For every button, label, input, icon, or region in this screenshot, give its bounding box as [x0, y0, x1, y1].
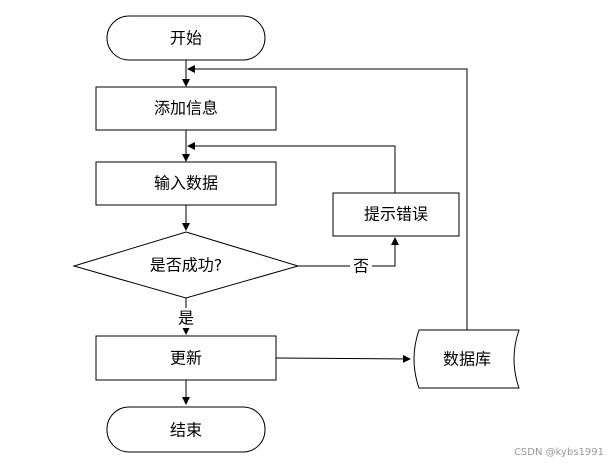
edge-database-to-add	[187, 65, 468, 330]
error-prompt-label: 提示错误	[364, 205, 428, 224]
decision-node: 是否成功?	[72, 231, 300, 299]
start-label: 开始	[170, 29, 202, 48]
edge-error-to-input	[187, 142, 396, 193]
edge-label-yes: 是	[178, 309, 194, 328]
input-data-label: 输入数据	[154, 174, 218, 193]
input-data-node: 输入数据	[95, 161, 277, 206]
database-node: 数据库	[413, 329, 520, 389]
update-label: 更新	[170, 349, 202, 368]
edge-label-no: 否	[353, 257, 369, 276]
update-node: 更新	[95, 335, 277, 381]
edge-decision-no-to-error	[298, 237, 399, 267]
decision-label: 是否成功?	[150, 256, 223, 275]
end-node: 结束	[106, 406, 266, 453]
add-info-label: 添加信息	[154, 99, 218, 118]
start-node: 开始	[106, 15, 266, 61]
edge-update-to-database	[275, 354, 411, 363]
add-info-node: 添加信息	[95, 86, 277, 131]
watermark: CSDN @kybs1991	[514, 447, 604, 458]
error-prompt-node: 提示错误	[332, 192, 460, 237]
end-label: 结束	[170, 421, 202, 440]
database-label: 数据库	[443, 350, 491, 369]
